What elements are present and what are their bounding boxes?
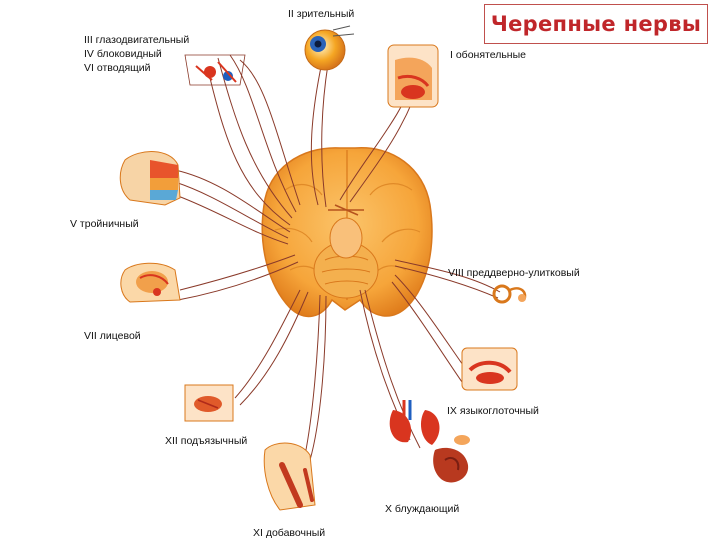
- label-glossopharyngeal: IX языкоглоточный: [447, 405, 539, 417]
- eye-illustration: [304, 25, 355, 71]
- label-olfactory: I обонятельные: [450, 49, 526, 61]
- facial-head-illustration: [120, 262, 181, 303]
- label-facial: VII лицевой: [84, 330, 141, 342]
- vagus-organs-illustration: [389, 400, 470, 483]
- glossopharyngeal-head-illustration: [461, 347, 518, 391]
- label-vagus: X блуждающий: [385, 503, 460, 515]
- eye-muscles-illustration: [184, 54, 246, 86]
- page-title: Черепные нервы: [490, 12, 702, 36]
- label-hypoglossal: XII подъязычный: [165, 435, 248, 447]
- label-vestibulocochlear: VIII преддверно-улитковый: [448, 267, 580, 279]
- label-oculomotor: III глазодвигательный: [84, 34, 190, 46]
- accessory-neck-illustration: [263, 442, 316, 511]
- brain-illustration: [261, 147, 433, 318]
- label-accessory: XI добавочный: [253, 527, 326, 539]
- trigeminal-face-illustration: [119, 151, 181, 206]
- hypoglossal-tongue-illustration: [184, 384, 234, 422]
- label-trochlear: IV блоковидный: [84, 48, 162, 60]
- label-optic: II зрительный: [288, 8, 355, 20]
- title-box: Черепные нервы: [484, 4, 708, 44]
- inner-ear-illustration: [492, 284, 527, 304]
- label-trigeminal: V тройничный: [70, 218, 139, 230]
- olfactory-head-illustration: [387, 44, 439, 108]
- label-abducens: VI отводящий: [84, 62, 151, 74]
